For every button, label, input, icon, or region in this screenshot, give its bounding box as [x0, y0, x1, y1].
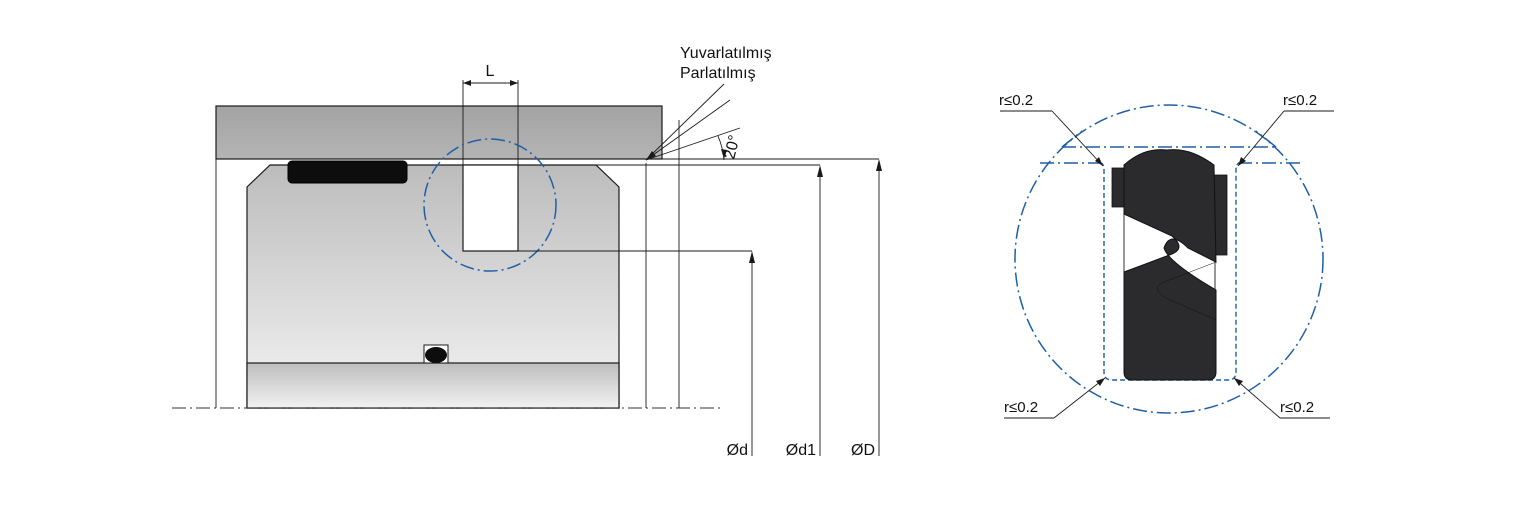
dia-d-label: Ød — [727, 442, 748, 459]
o-ring — [425, 347, 447, 363]
v-seal — [1123, 149, 1217, 381]
dia-d1-label: Ød1 — [786, 442, 816, 459]
rounding-label-2: Parlatılmış — [680, 65, 756, 82]
radius-bottom-right-label: r≤0.2 — [1280, 399, 1314, 416]
section-view: L Ød Ød1 ØD Yuvarlatılmış Parlatılmış 20… — [172, 45, 882, 459]
seal-groove — [462, 164, 519, 252]
rounding-label-1: Yuvarlatılmış — [680, 45, 772, 62]
housing — [215, 105, 663, 160]
radius-top-left-label: r≤0.2 — [999, 92, 1033, 109]
dia-D-label: ØD — [851, 442, 875, 459]
guide-band — [287, 160, 408, 184]
detail-view-circle — [1014, 104, 1324, 414]
radius-top-right-label: r≤0.2 — [1283, 92, 1317, 109]
detail-circle — [423, 138, 557, 272]
detail-view: r≤0.2 r≤0.2 r≤0.2 r≤0.2 — [999, 92, 1334, 419]
radius-bottom-left-label: r≤0.2 — [1004, 399, 1038, 416]
groove-width-label: L — [486, 63, 495, 80]
angle-label: 20° — [721, 133, 743, 161]
piston-rod — [246, 362, 620, 409]
